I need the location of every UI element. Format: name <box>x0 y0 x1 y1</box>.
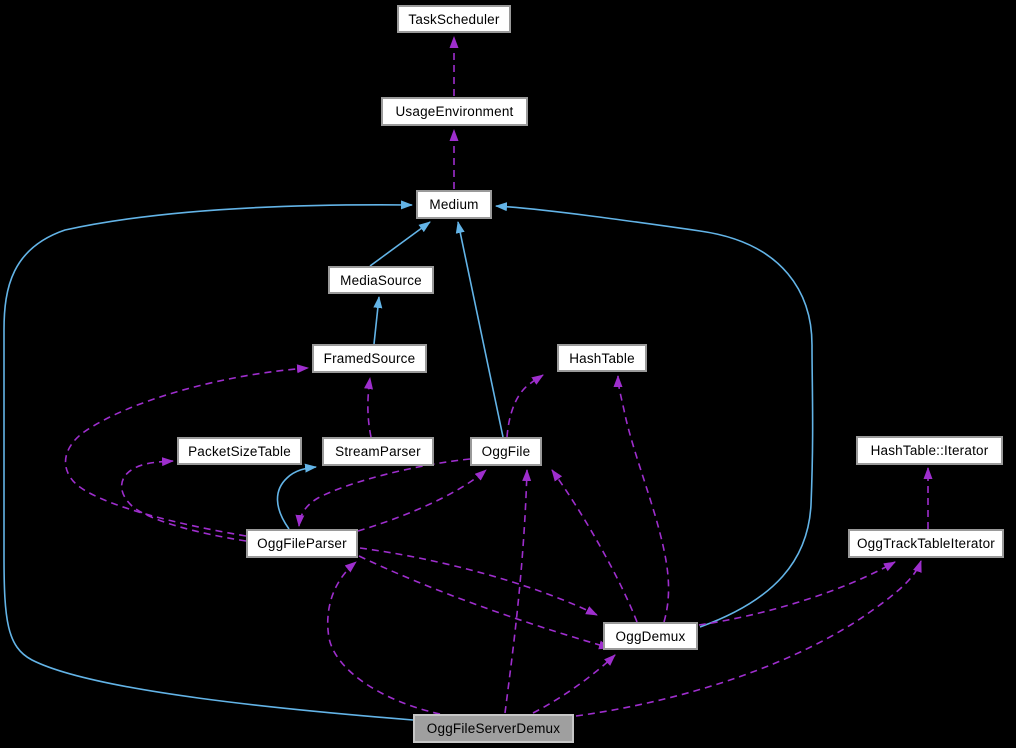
edge-oggfile-hashtable <box>506 374 544 438</box>
edge-streamparser-framedsource <box>364 377 373 438</box>
node-taskscheduler[interactable]: TaskScheduler <box>397 5 511 33</box>
node-packetsizetable[interactable]: PacketSizeTable <box>177 437 302 465</box>
edge-oggdemux-oggtracktableiterator <box>698 561 896 626</box>
node-mediasource[interactable]: MediaSource <box>328 266 434 294</box>
node-hashtable[interactable]: HashTable <box>557 344 647 372</box>
edge-oggfile-medium <box>455 221 504 438</box>
node-oggtracktableiterator[interactable]: OggTrackTableIterator <box>848 529 1004 558</box>
edge-oggfileserverdemux-medium <box>3 200 414 721</box>
node-usageenvironment[interactable]: UsageEnvironment <box>381 97 528 126</box>
edge-oggdemux-hashtable <box>613 375 670 623</box>
node-framedsource[interactable]: FramedSource <box>312 344 427 373</box>
node-medium[interactable]: Medium <box>416 190 492 219</box>
edge-oggfileparser-oggdemux <box>359 547 598 616</box>
node-streamparser[interactable]: StreamParser <box>322 437 434 466</box>
edge-oggfileparser-packetsizetable <box>120 457 247 542</box>
edge-oggfileserverdemux-oggdemux <box>532 654 616 714</box>
edge-oggfileserverdemux-oggfileparser <box>326 561 441 715</box>
edge-oggfileparser-oggfile <box>357 469 487 532</box>
node-oggfile[interactable]: OggFile <box>470 437 542 466</box>
node-oggfileserverdemux-current: OggFileServerDemux <box>413 714 574 743</box>
edge-framedsource-mediasource <box>373 296 383 345</box>
node-oggdemux[interactable]: OggDemux <box>603 622 698 650</box>
edge-oggfileparser-framedsource <box>64 364 309 537</box>
edge-oggdemux-oggfile <box>551 469 638 623</box>
edge-oggdemux-medium <box>495 202 814 628</box>
node-oggfileparser[interactable]: OggFileParser <box>246 529 358 558</box>
node-hashtable-iterator[interactable]: HashTable::Iterator <box>856 436 1003 465</box>
edge-oggfile-oggfileparser <box>295 458 471 527</box>
edge-mediasource-medium <box>369 221 431 267</box>
edge-oggfileserverdemux-oggfile <box>504 469 532 714</box>
edge-oggfileparser-streamparser <box>276 463 317 530</box>
edge-oggfileparser-oggdemux-2 <box>358 555 611 650</box>
